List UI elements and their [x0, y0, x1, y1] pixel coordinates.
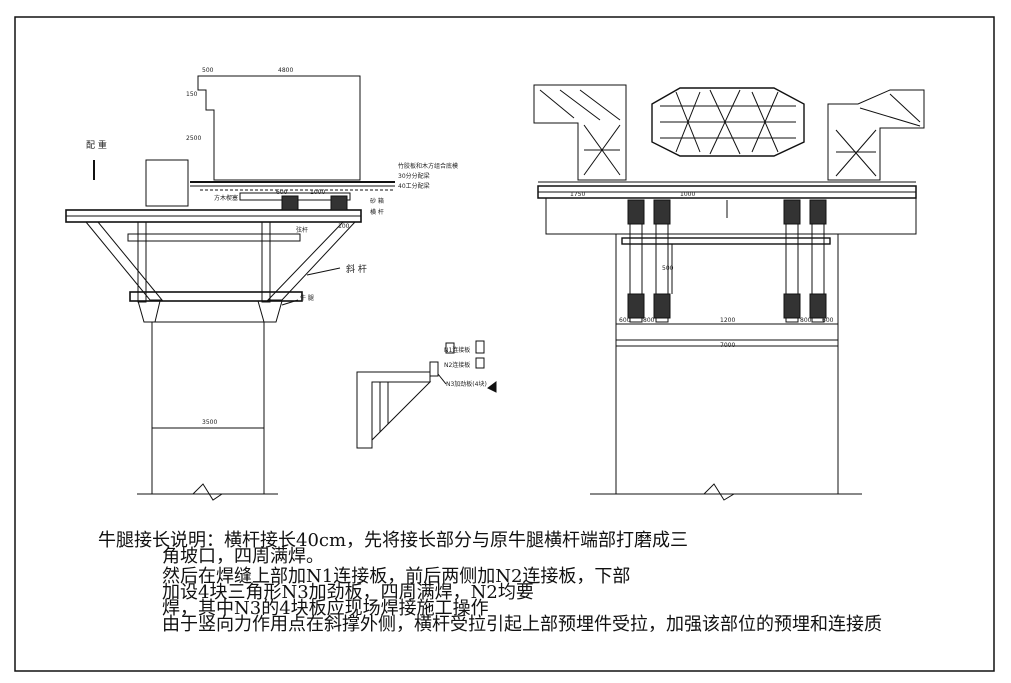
front-elevation [533, 84, 925, 501]
pier-body [151, 321, 265, 495]
dim-front-800-left: 800 [643, 317, 655, 324]
label-n2: N2连接板 [444, 361, 470, 369]
label-formwork: 竹胶板和木方组合底模 [398, 162, 458, 170]
dim-front-500: 500 [662, 265, 674, 272]
counterweight-block [145, 159, 189, 207]
side-elevation [65, 75, 395, 501]
label-beam-40: 40工分配梁 [398, 182, 430, 190]
dim-front-7000: 7000 [720, 342, 735, 349]
label-crossbar: 横 杆 [370, 208, 384, 216]
dim-150: 150 [186, 91, 198, 98]
label-beam-30: 30分分配梁 [398, 172, 430, 180]
cap-beam [545, 197, 917, 235]
corbel-detail [356, 340, 497, 449]
dim-1000: 1000 [310, 189, 325, 196]
label-n3: N3加劲板(4块) [446, 380, 487, 388]
front-pier [615, 233, 839, 495]
dim-front-1750: 1750 [570, 191, 585, 198]
label-timber-pad: 方木楔塞 [214, 194, 238, 202]
dim-front-600-right: 600 [822, 317, 834, 324]
center-truss [651, 87, 805, 157]
label-corbel: 牛 腿 [300, 294, 314, 302]
dim-100: 100 [338, 223, 350, 230]
label-counterweight: 配 重 [86, 139, 107, 151]
dim-4800: 4800 [278, 67, 293, 74]
dim-600: 600 [276, 189, 288, 196]
support-columns [627, 199, 827, 323]
dim-3500: 3500 [202, 419, 217, 426]
dim-500: 500 [202, 67, 214, 74]
label-sandbox: 砂 箱 [370, 197, 384, 205]
dim-front-1000: 1000 [680, 191, 695, 198]
label-diagonal: 斜 杆 [346, 263, 367, 275]
dim-front-1200: 1200 [720, 317, 735, 324]
sheet-border [14, 16, 995, 672]
dim-front-600-left: 600 [619, 317, 631, 324]
dim-front-800-right: 800 [800, 317, 812, 324]
label-chord: 弦杆 [296, 226, 308, 234]
box-girder-outline [197, 75, 361, 181]
label-n1: N1连接板 [444, 346, 470, 354]
dim-2500: 2500 [186, 135, 201, 142]
